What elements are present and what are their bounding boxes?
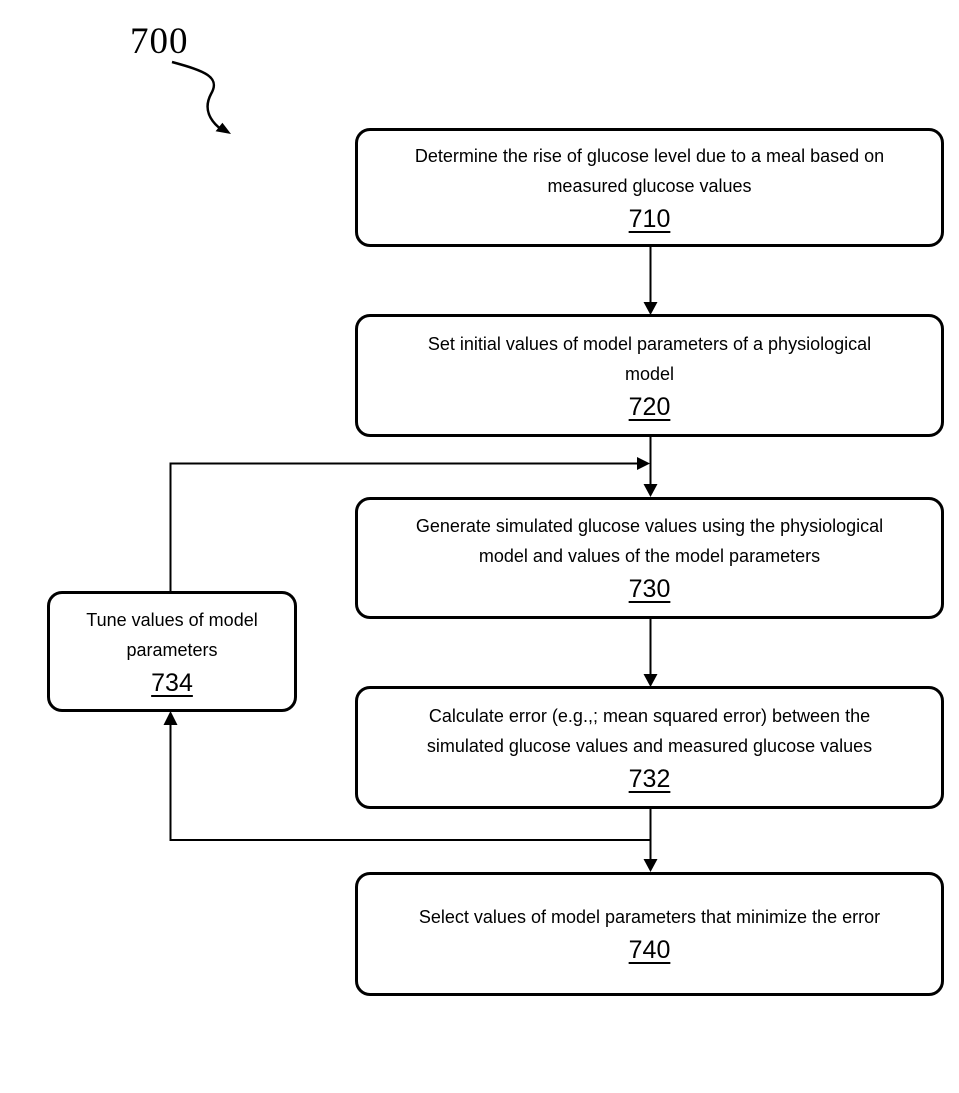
arrow-734-730-head: [637, 457, 650, 470]
step-box-740: Select values of model parameters that m…: [355, 872, 944, 996]
step-text-730: Generate simulated glucose values using …: [415, 516, 884, 566]
step-box-732: Calculate error (e.g.,; mean squared err…: [355, 686, 944, 809]
step-text-732: Calculate error (e.g.,; mean squared err…: [426, 705, 873, 756]
step-text-740: Select values of model parameters that m…: [418, 907, 881, 927]
arrow-732-740-head: [643, 859, 658, 872]
arrow-720-730-head: [643, 484, 658, 497]
figure-leader-curve: [171, 60, 223, 131]
step-ref-732: 732: [628, 764, 671, 793]
arrow-732-734-head: [163, 711, 178, 725]
step-text-710: Determine the rise of glucose level due …: [414, 145, 885, 196]
step-ref-734: 734: [151, 668, 193, 697]
step-ref-710: 710: [628, 204, 671, 233]
step-box-720: Set initial values of model parameters o…: [355, 314, 944, 437]
step-text-720: Set initial values of model parameters o…: [427, 333, 872, 384]
step-ref-730: 730: [628, 575, 671, 603]
figure-number-label: 700: [130, 21, 189, 62]
step-box-730: Generate simulated glucose values using …: [355, 497, 944, 619]
step-text-734: Tune values of model parameters: [86, 609, 258, 660]
step-box-710: Determine the rise of glucose level due …: [355, 128, 944, 247]
figure-leader-arrowhead: [215, 122, 231, 134]
step-ref-740: 740: [628, 936, 671, 964]
step-ref-720: 720: [628, 392, 671, 421]
step-box-734: Tune values of model parameters 734: [47, 591, 297, 712]
